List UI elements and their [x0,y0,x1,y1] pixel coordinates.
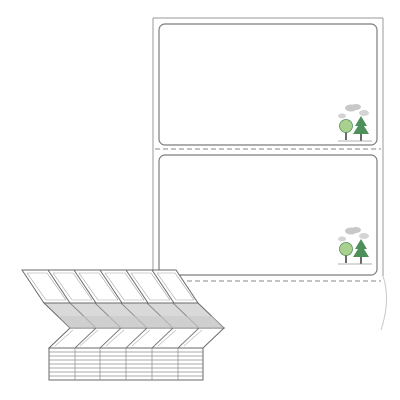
label-2[interactable] [158,154,378,276]
unfolded-sheet [21,269,199,304]
label-outline [158,23,378,146]
tree-cloud-icon [338,104,372,142]
label-1[interactable] [158,23,378,146]
sheet-edges [152,17,384,276]
fanfold-label-stack-icon [21,269,226,381]
label-outline [158,154,378,276]
tree-cloud-icon [338,227,372,265]
stack-layers [48,347,204,381]
sheet-continuation [380,275,387,331]
fold-panel-shade [58,316,224,328]
